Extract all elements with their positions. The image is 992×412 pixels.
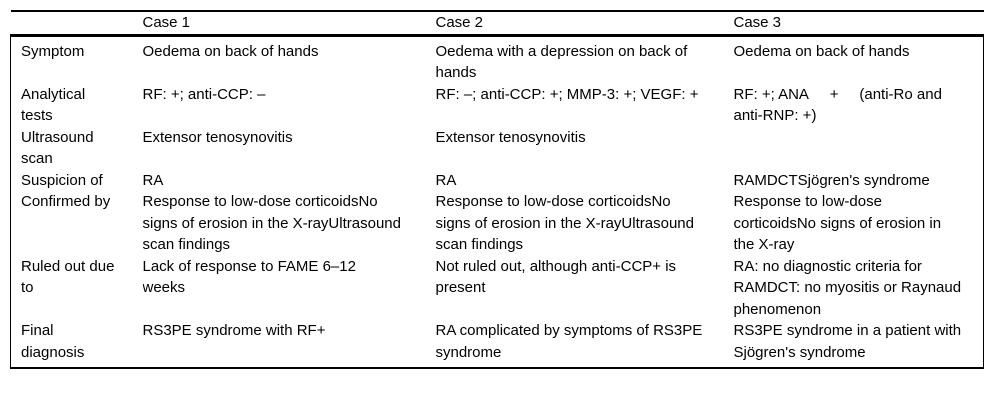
cell-case3: RA: no diagnostic criteria for RAMDCT: n… [733, 255, 984, 320]
cell-case2: Not ruled out, although anti-CCP+ is pre… [435, 257, 677, 297]
row-label: Confirmed by [10, 191, 143, 256]
cell-case1: RF: +; anti-CCP: – [142, 85, 266, 103]
row-label: Final diagnosis [10, 320, 143, 369]
cell-case2: RA [435, 171, 457, 189]
row-label: Symptom [10, 35, 143, 84]
cell-case2: RA complicated by symptoms of RS3PE synd… [435, 320, 734, 369]
cell-case1: Oedema on back of hands [142, 42, 319, 60]
table-row-ultrasound-scan: Ultrasound scan Extensor tenosynovitis E… [10, 126, 984, 170]
table-row-final-diagnosis: Final diagnosis RS3PE syndrome with RF+ … [10, 320, 984, 369]
cell-case1: Extensor tenosynovitis [142, 128, 293, 146]
case-comparison-figure: Case 1 Case 2 Case 3 Symptom Oedema on b… [10, 10, 984, 369]
cell-case2: Response to low-dose corticoidsNo signs … [435, 193, 694, 253]
cell-case1: Lack of response to FAME 6–12 weeks [142, 257, 356, 297]
table-row-suspicion-of: Suspicion of RA RA RAMDCTSjögren's syndr… [10, 169, 984, 191]
cell-case2: Extensor tenosynovitis [435, 128, 586, 146]
header-case2: Case 2 [435, 10, 734, 37]
table-row-ruled-out-due-to: Ruled out due to Lack of response to FAM… [10, 255, 984, 320]
cell-case3: RS3PE syndrome in a patient with Sjögren… [733, 320, 984, 369]
cell-case1: RS3PE syndrome with RF+ [142, 320, 436, 369]
row-label: Ruled out due to [10, 255, 143, 320]
table-row-analytical-tests: Analytical tests RF: +; anti-CCP: – RF: … [10, 83, 984, 127]
row-label: Ultrasound scan [10, 126, 143, 170]
cell-case2: RF: –; anti-CCP: +; MMP-3: +; VEGF: + [435, 85, 699, 103]
header-case3: Case 3 [733, 10, 984, 37]
row-label: Suspicion of [10, 169, 143, 191]
header-empty-cell [10, 10, 143, 37]
header-row: Case 1 Case 2 Case 3 [10, 10, 984, 37]
case-comparison-table: Case 1 Case 2 Case 3 Symptom Oedema on b… [10, 10, 984, 369]
cell-case3 [733, 126, 984, 170]
table-row-confirmed-by: Confirmed by Response to low-dose cortic… [10, 191, 984, 256]
row-label: Analytical tests [10, 83, 143, 127]
cell-case3: RF: +; ANA + (anti-Ro and anti-RNP: +) [733, 83, 984, 127]
cell-case3: Oedema on back of hands [733, 35, 984, 84]
cell-case2: Oedema with a depression on back of hand… [435, 42, 688, 82]
cell-case3: RAMDCTSjögren's syndrome [733, 169, 984, 191]
table-row-symptom: Symptom Oedema on back of hands Oedema w… [10, 35, 984, 84]
cell-case3: Response to low-dose corticoidsNo signs … [733, 191, 984, 256]
cell-case1: RA [142, 171, 164, 189]
header-case1: Case 1 [142, 10, 436, 37]
cell-case1: Response to low-dose corticoidsNo signs … [142, 193, 401, 253]
